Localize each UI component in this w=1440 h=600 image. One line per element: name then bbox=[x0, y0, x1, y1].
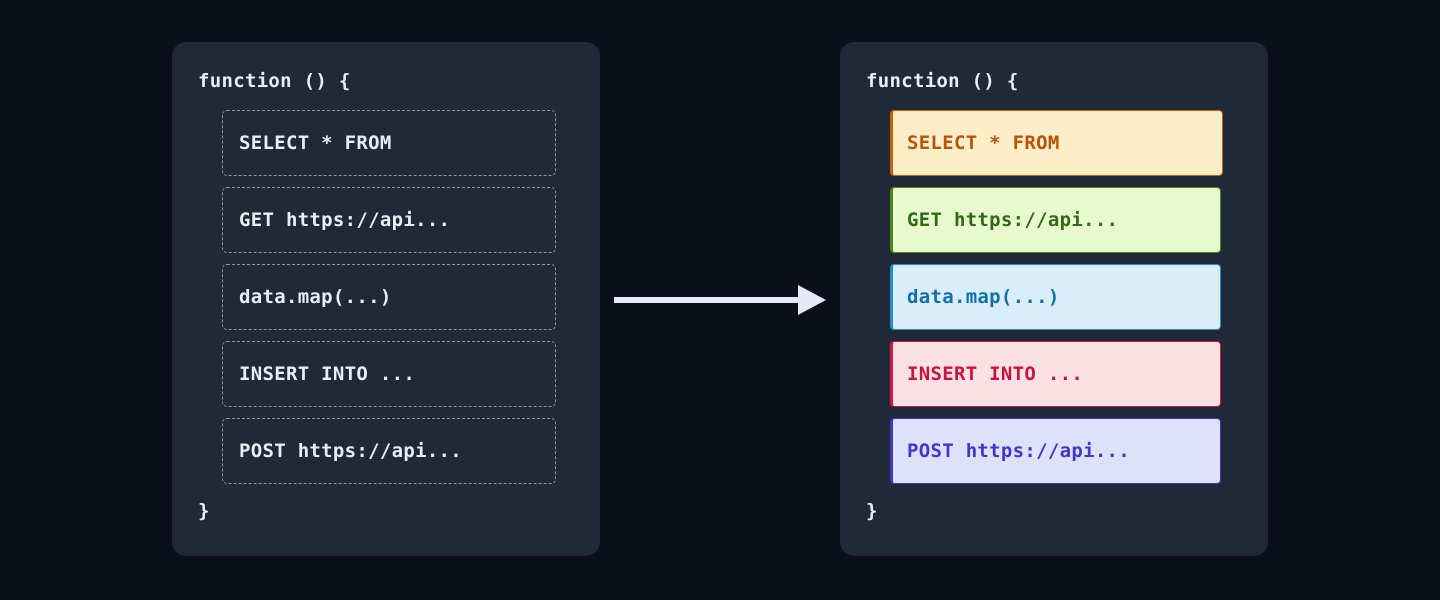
function-close-before: } bbox=[198, 500, 210, 522]
function-close-after: } bbox=[866, 500, 878, 522]
highlighted-code-card: function () { SELECT * FROM GET https://a… bbox=[840, 42, 1268, 556]
unhighlighted-code-card: function () { SELECT * FROM GET https://a… bbox=[172, 42, 600, 556]
highlighted-block-sql-select[interactable]: SELECT * FROM bbox=[890, 110, 1223, 176]
card-body-before: function () { SELECT * FROM GET https://a… bbox=[172, 42, 600, 556]
statement-list-before: SELECT * FROM GET https://api... data.map(… bbox=[198, 110, 574, 484]
highlighted-block-http-get[interactable]: GET https://api... bbox=[890, 187, 1221, 253]
highlighted-block-sql-insert[interactable]: INSERT INTO ... bbox=[890, 341, 1221, 407]
function-open-before: function () { bbox=[198, 70, 351, 92]
card-body-after: function () { SELECT * FROM GET https://a… bbox=[840, 42, 1268, 556]
highlighted-block-js-map[interactable]: data.map(...) bbox=[890, 264, 1221, 330]
statement-block-sql-insert[interactable]: INSERT INTO ... bbox=[222, 341, 556, 407]
highlighted-block-http-post[interactable]: POST https://api... bbox=[890, 418, 1221, 484]
function-open-after: function () { bbox=[866, 70, 1019, 92]
statement-list-after: SELECT * FROM GET https://api... data.map(… bbox=[866, 110, 1242, 484]
statement-block-js-map[interactable]: data.map(...) bbox=[222, 264, 556, 330]
transform-arrow bbox=[612, 280, 828, 320]
statement-block-sql-select[interactable]: SELECT * FROM bbox=[222, 110, 556, 176]
statement-block-http-get[interactable]: GET https://api... bbox=[222, 187, 556, 253]
statement-block-http-post[interactable]: POST https://api... bbox=[222, 418, 556, 484]
